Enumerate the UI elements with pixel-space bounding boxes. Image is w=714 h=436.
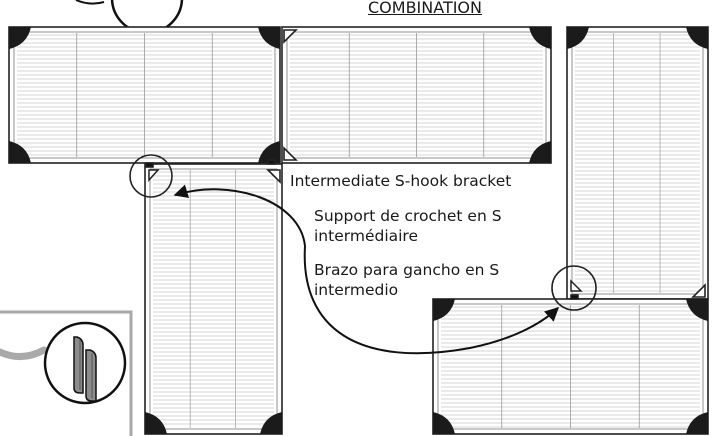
- grid-panel-top-middle: [281, 26, 552, 164]
- label-french-line1: Support de crochet en S: [314, 207, 502, 225]
- detail-inset: [0, 310, 133, 436]
- corner-bracket-icon: [260, 412, 282, 434]
- corner-bracket-icon: [9, 141, 31, 163]
- corner-bracket-icon: [686, 27, 708, 49]
- combination-heading: COMBINATION: [368, 0, 482, 17]
- label-french-line2: intermédiaire: [314, 227, 418, 245]
- label-spanish-line1: Brazo para gancho en S: [314, 261, 500, 279]
- label-spanish-line2: intermedio: [314, 281, 399, 299]
- label-french: Support de crochet en S intermédiaire: [314, 206, 502, 246]
- corner-bracket-icon: [258, 27, 280, 49]
- detail-circle-right: [551, 265, 597, 311]
- corner-bracket-icon: [686, 299, 708, 321]
- s-hook-bracket-icon: [145, 29, 706, 300]
- corner-bracket-icon: [433, 412, 455, 434]
- curved-arrow-icon: [173, 184, 560, 355]
- corner-bracket-icon: [529, 27, 551, 49]
- bracket-detail-icon: [43, 321, 127, 405]
- corner-bracket-icon: [686, 412, 708, 434]
- corner-bracket-icon: [433, 299, 455, 321]
- grid-panel-right-tall: [566, 26, 709, 300]
- corner-bracket-icon: [529, 141, 551, 163]
- corner-bracket-icon: [9, 27, 31, 49]
- corner-brackets: [9, 27, 708, 434]
- grid-panel-top-left: [8, 26, 281, 164]
- corner-bracket-icon: [258, 141, 280, 163]
- corner-bracket-icon: [567, 27, 589, 49]
- corner-bracket-icon: [145, 412, 167, 434]
- grid-panel-bottom-right: [432, 298, 709, 435]
- label-english: Intermediate S-hook bracket: [290, 172, 512, 190]
- grid-panel-left-tall: [144, 163, 283, 435]
- detail-circle-left: [129, 154, 173, 198]
- label-spanish: Brazo para gancho en S intermedio: [314, 260, 499, 300]
